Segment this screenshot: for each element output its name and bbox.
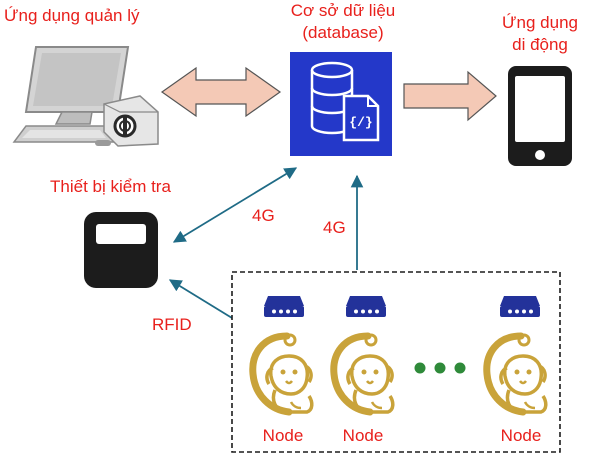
node-group-box	[231, 271, 561, 453]
node-device-icon	[500, 296, 540, 317]
mobile-app-label-line1: Ứng dụng	[502, 13, 578, 32]
node-2	[334, 296, 393, 412]
management-app-label: Ứng dụng quản lý	[4, 6, 140, 25]
svg-text:{/}: {/}	[349, 115, 372, 130]
dog-collar-icon	[487, 335, 546, 412]
database-label-line2: (database)	[302, 23, 384, 42]
node-device-icon	[264, 296, 304, 317]
check-device-label: Thiết bị kiểm tra	[50, 177, 171, 196]
rfid-reader-icon	[84, 212, 158, 288]
database-to-mobile-arrow	[403, 70, 497, 122]
node-label: Node	[342, 426, 384, 445]
dog-collar-icon	[334, 335, 393, 412]
more-nodes-dots	[414, 362, 466, 374]
link-4g-right-label: 4G	[323, 218, 346, 237]
sync-arrow	[160, 66, 282, 118]
node-label: Node	[500, 426, 542, 445]
link-4g-left-label: 4G	[252, 206, 275, 225]
smartphone-icon	[508, 66, 572, 166]
node-label: Node	[262, 426, 304, 445]
node-1	[253, 296, 312, 412]
node-3	[487, 296, 546, 412]
link-rfid-label: RFID	[152, 315, 192, 334]
database-icon: {/}	[290, 52, 392, 156]
mobile-app-label-line2: di động	[512, 35, 568, 54]
link-4g-database-device	[172, 167, 298, 243]
dog-collar-icon	[253, 335, 312, 412]
computer-icon	[12, 46, 159, 147]
database-label-line1: Cơ sở dữ liệu	[290, 1, 396, 20]
link-rfid-nodes-device	[168, 279, 233, 319]
node-device-icon	[346, 296, 386, 317]
